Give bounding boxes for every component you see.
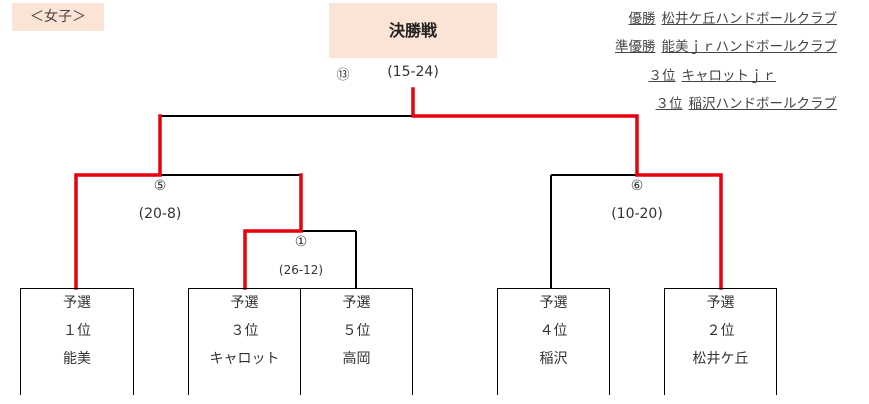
team-rank: ５位 (342, 323, 371, 339)
result-rank: ３位 (655, 96, 683, 112)
team-rank: ４位 (539, 323, 568, 339)
result-team: 稲沢ハンドボールクラブ (688, 96, 838, 112)
match-number: ⑤ (153, 178, 167, 194)
team-box: 予選 １位 能美 (20, 288, 134, 395)
result-rank: 優勝 (628, 11, 656, 27)
result-team: 松井ケ丘ハンドボールクラブ (661, 11, 838, 27)
team-rank: ３位 (230, 323, 259, 339)
team-qualifier: 予選 (230, 295, 259, 311)
result-row: ３位稲沢ハンドボールクラブ (656, 92, 838, 112)
team-name: キャロット (209, 351, 280, 367)
match-number: ⑬ (336, 68, 350, 83)
team-qualifier: 予選 (706, 295, 735, 311)
team-name: 松井ケ丘 (692, 351, 749, 367)
winner-path-line (243, 173, 303, 290)
match-score: (15-24) (387, 64, 439, 80)
team-box: 予選 ５位 高岡 (300, 288, 413, 395)
result-team: 能美ｊｒハンドボールクラブ (661, 39, 838, 55)
team-name: 能美 (63, 351, 91, 367)
match-score: (26-12) (278, 263, 324, 277)
result-team: キャロットｊｒ (681, 68, 777, 84)
team-rank: ２位 (706, 323, 735, 339)
team-box: 予選 ２位 松井ケ丘 (664, 288, 777, 395)
match-number: ① (294, 234, 308, 250)
result-rank: ３位 (648, 68, 676, 84)
result-row: 優勝松井ケ丘ハンドボールクラブ (629, 7, 838, 27)
team-box: 予選 ４位 稲沢 (497, 288, 610, 395)
winner-path-line (411, 87, 723, 290)
team-qualifier: 予選 (539, 295, 568, 311)
team-name: 高岡 (342, 351, 371, 367)
result-row: 準優勝能美ｊｒハンドボールクラブ (615, 35, 837, 55)
team-qualifier: 予選 (342, 295, 371, 311)
match-score: (20-8) (138, 206, 182, 222)
team-name: 稲沢 (539, 351, 568, 367)
winner-path-line (74, 114, 162, 290)
team-box: 予選 ３位 キャロット (188, 288, 301, 395)
result-rank: 準優勝 (615, 39, 656, 55)
match-score: (10-20) (611, 206, 663, 222)
match-number: ⑥ (630, 178, 644, 194)
team-rank: １位 (63, 323, 91, 339)
team-qualifier: 予選 (63, 295, 91, 311)
final-title: 決勝戦 (329, 3, 497, 58)
division-label: ＜女子＞ (12, 3, 104, 31)
result-row: ３位キャロットｊｒ (649, 64, 777, 84)
